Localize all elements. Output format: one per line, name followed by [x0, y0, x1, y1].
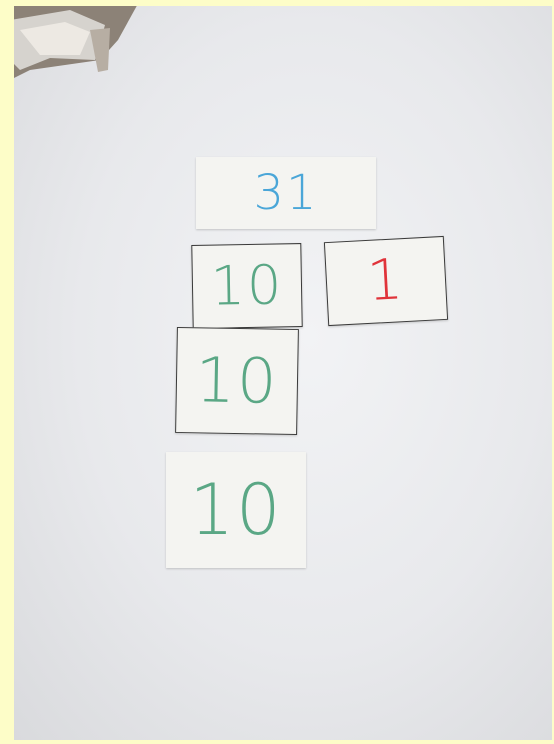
card-number: 1	[366, 252, 407, 310]
number-card-31: 31	[196, 157, 376, 229]
number-card-10-second: 10	[175, 327, 299, 435]
number-card-10-third: 10	[166, 452, 306, 568]
card-number: 10	[210, 258, 284, 313]
photo: 31 10 1 10 10	[14, 6, 552, 740]
cardboard-corner-object	[14, 6, 140, 110]
number-card-1: 1	[324, 236, 448, 326]
card-number: 31	[253, 169, 318, 217]
card-number: 10	[189, 475, 282, 545]
card-number: 10	[195, 349, 279, 412]
number-card-10-first: 10	[191, 243, 302, 329]
